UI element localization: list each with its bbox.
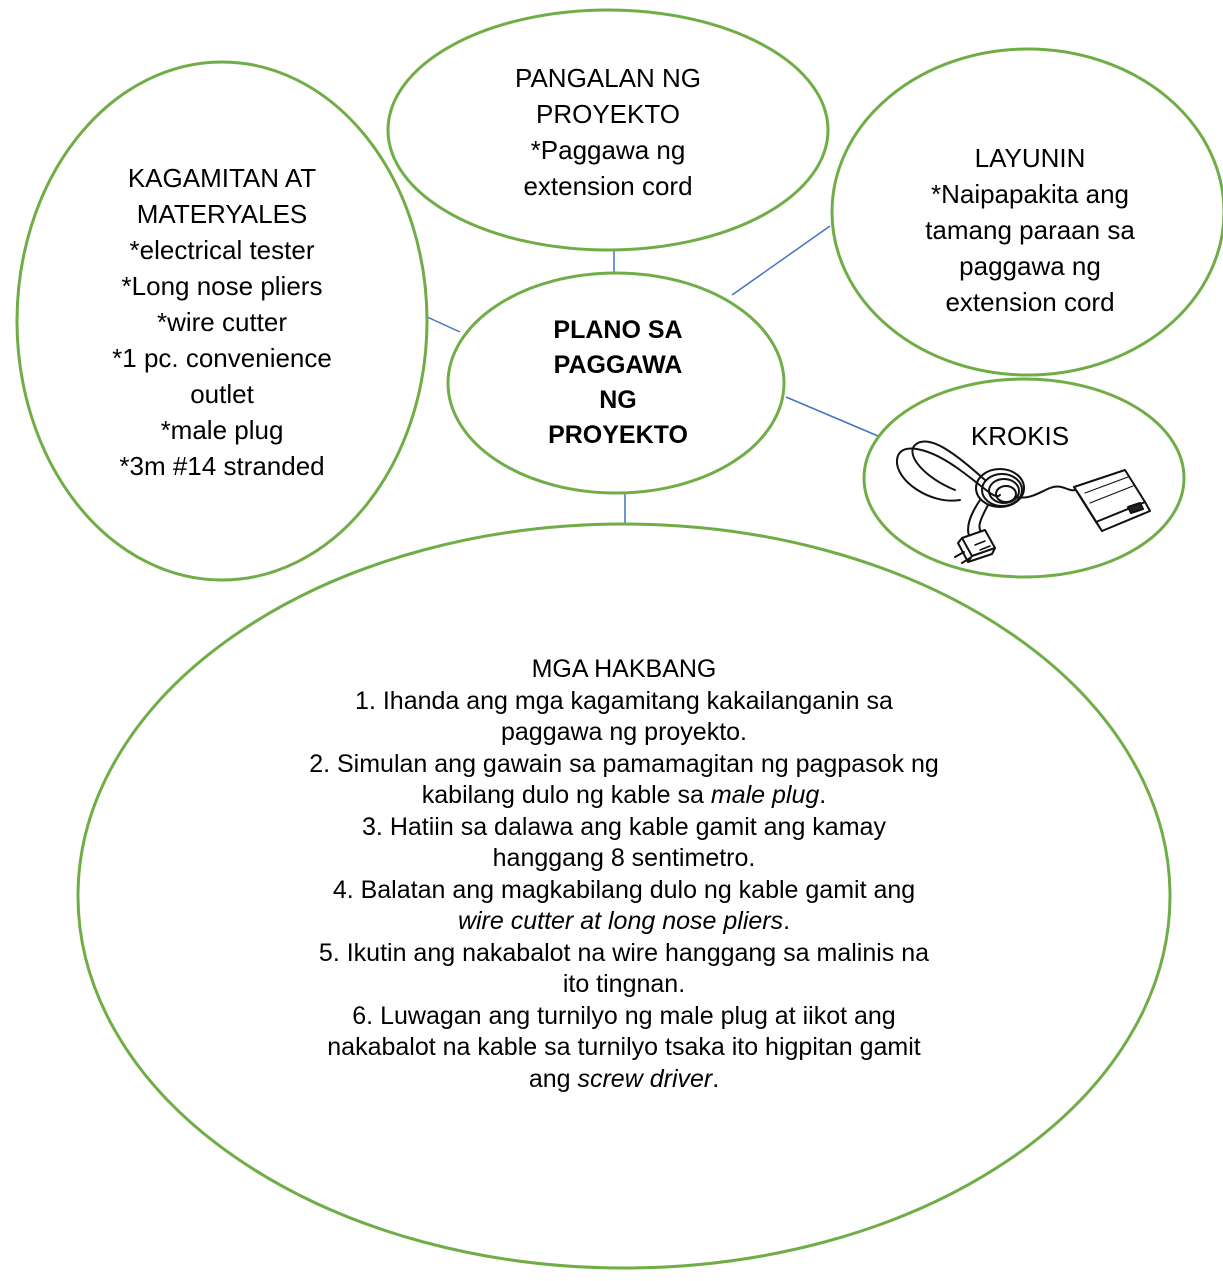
hakbang-step-line: paggawa ng proyekto. xyxy=(500,718,747,746)
pangalan-title-line: PROYEKTO xyxy=(535,99,680,129)
hakbang-step-line: 1. Ihanda ang mga kagamitang kakailangan… xyxy=(355,686,893,715)
hakbang-italic-run: wire cutter at long nose pliers xyxy=(457,907,784,935)
connector-center-kagamitan xyxy=(424,315,461,333)
kagamitan-item: *male plug xyxy=(160,415,284,445)
node-hakbang-ellipse xyxy=(76,522,1172,1270)
layunin-line: *Naipapakita ang xyxy=(930,179,1130,209)
center-line: PAGGAWA xyxy=(553,351,683,379)
node-krokis-title: KROKIS xyxy=(940,418,1100,454)
node-krokis-ellipse xyxy=(862,377,1186,579)
kagamitan-item: outlet xyxy=(190,379,254,409)
pangalan-title-line: PANGALAN NG xyxy=(515,63,701,93)
hakbang-step-line: 6. Luwagan ang turnilyo ng male plug at … xyxy=(352,1001,896,1030)
node-layunin-text: LAYUNIN *Naipapakita ang tamang paraan s… xyxy=(880,140,1180,320)
hakbang-text-run: ang xyxy=(528,1064,578,1093)
hakbang-step-line: 2. Simulan ang gawain sa pamamagitan ng … xyxy=(309,749,939,778)
connector-center-layunin xyxy=(731,225,831,296)
pangalan-value-line: *Paggawa ng xyxy=(530,135,686,165)
node-kagamitan-ellipse xyxy=(15,60,429,582)
hakbang-step-line: nakabalot na kable sa turnilyo tsaka ito… xyxy=(327,1033,921,1061)
center-line: PROYEKTO xyxy=(548,421,688,449)
layunin-title: LAYUNIN xyxy=(974,143,1086,173)
hakbang-step-line: 3. Hatiin sa dalawa ang kable gamit ang … xyxy=(362,812,886,841)
hakbang-text-run: kabilang dulo ng kable sa xyxy=(421,781,711,809)
node-center-text: PLANO SA PAGGAWA NG PROYEKTO xyxy=(498,313,738,453)
layunin-line: extension cord xyxy=(945,287,1115,317)
kagamitan-item: *3m #14 stranded xyxy=(119,451,325,481)
pangalan-value-line: extension cord xyxy=(523,171,693,201)
hakbang-italic-run: screw driver xyxy=(577,1064,713,1093)
hakbang-step-line: hanggang 8 sentimetro. xyxy=(492,844,756,872)
hakbang-step-line: 5. Ikutin ang nakabalot na wire hanggang… xyxy=(318,938,930,967)
layunin-line: paggawa ng xyxy=(959,251,1101,281)
hakbang-step-line: 4. Balatan ang magkabilang dulo ng kable… xyxy=(332,875,916,904)
connector-center-krokis xyxy=(785,396,879,437)
node-pangalan-ellipse xyxy=(386,8,830,252)
node-kagamitan-text: KAGAMITAN AT MATERYALES *electrical test… xyxy=(72,160,372,484)
hakbang-title: MGA HAKBANG xyxy=(531,655,717,683)
node-center-ellipse xyxy=(446,271,786,495)
kagamitan-item: *1 pc. convenience xyxy=(112,343,332,373)
hakbang-step-line: ang screw driver. xyxy=(224,1064,1024,1096)
center-line: NG xyxy=(599,386,637,414)
node-layunin-ellipse xyxy=(830,47,1223,377)
hakbang-text-run: . xyxy=(783,907,791,935)
extension-cord-sketch-icon xyxy=(895,440,1151,564)
hakbang-text-run: . xyxy=(712,1064,720,1093)
hakbang-italic-run: male plug xyxy=(710,781,820,809)
hakbang-step-line: wire cutter at long nose pliers. xyxy=(224,906,1024,938)
kagamitan-item: *wire cutter xyxy=(156,307,288,337)
kagamitan-item: *electrical tester xyxy=(129,235,315,265)
center-line: PLANO SA xyxy=(553,316,683,344)
node-pangalan-text: PANGALAN NG PROYEKTO *Paggawa ng extensi… xyxy=(458,60,758,204)
kagamitan-title-line: KAGAMITAN AT xyxy=(127,163,317,193)
hakbang-step-line: kabilang dulo ng kable sa male plug. xyxy=(224,780,1024,812)
kagamitan-item: *Long nose pliers xyxy=(121,271,323,301)
krokis-title: KROKIS xyxy=(970,421,1070,451)
node-hakbang-text: MGA HAKBANG 1. Ihanda ang mga kagamitang… xyxy=(224,654,1024,1095)
hakbang-text-run: . xyxy=(819,781,827,809)
layunin-line: tamang paraan sa xyxy=(925,215,1135,245)
hakbang-step-line: ito tingnan. xyxy=(562,970,686,998)
kagamitan-title-line: MATERYALES xyxy=(136,199,308,229)
